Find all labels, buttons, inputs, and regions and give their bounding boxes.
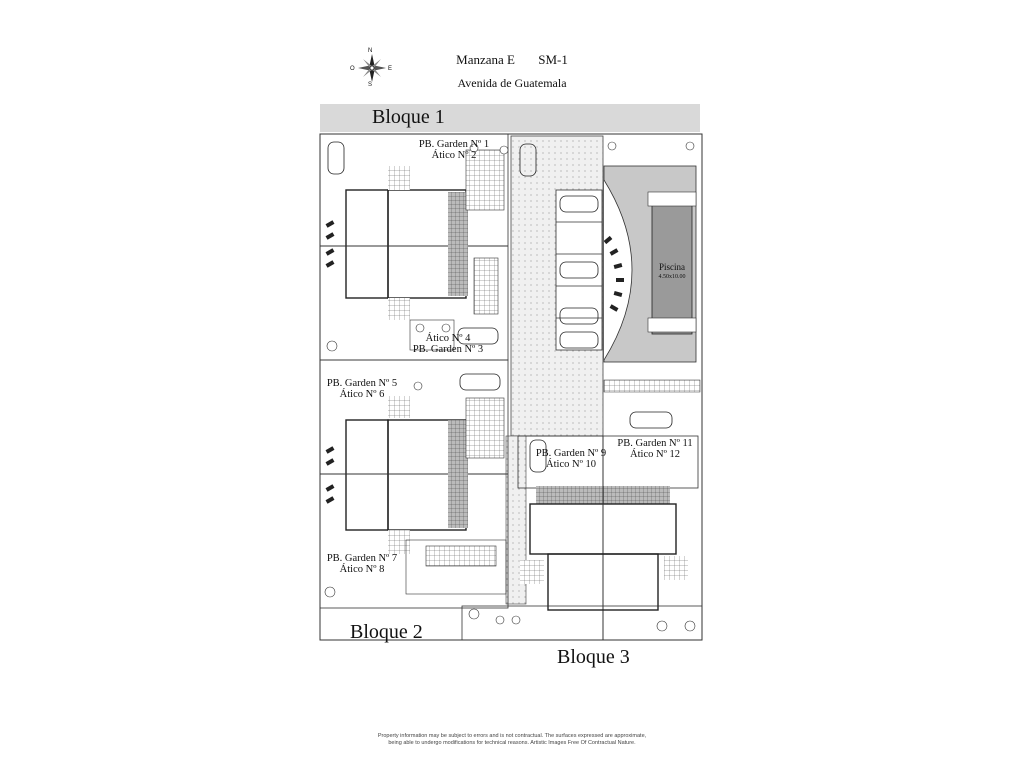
disclaimer-line-2: being able to undergo modifications for … [388, 740, 636, 746]
parking-bays [555, 189, 603, 351]
unit-label-11-12: PB. Garden Nº 11 Ático Nº 12 [600, 438, 710, 460]
unit-atico-2: Ático Nº 2 [431, 150, 477, 161]
compass-north: N [368, 48, 373, 54]
unit-label-7-8: PB. Garden Nº 7 Ático Nº 8 [312, 553, 412, 575]
compass-east: E [388, 66, 393, 72]
unit-label-3-4: Ático Nº 4 PB. Garden Nº 3 [398, 333, 498, 355]
plan-header: Manzana E SM-1 [0, 52, 1024, 68]
pool-water [651, 193, 693, 335]
disclaimer: Property information may be subject to e… [0, 733, 1024, 747]
unit-garden-3: PB. Garden Nº 3 [412, 344, 484, 355]
bloque-2-label: Bloque 2 [350, 621, 423, 643]
pool-name: Piscina [659, 262, 685, 272]
pool-label: Piscina 4.50x10.00 [648, 262, 696, 282]
unit-garden-9: PB. Garden Nº 9 [535, 448, 607, 459]
compass-west: O [350, 66, 355, 72]
bloque-2-plan [319, 359, 509, 609]
unit-atico-4: Ático Nº 4 [425, 333, 471, 344]
tree-icon [324, 141, 696, 632]
block-label: Manzana E [456, 52, 515, 67]
disclaimer-line-1: Property information may be subject to e… [377, 733, 647, 739]
pool-lawn-arc [603, 179, 633, 361]
unit-garden-11: PB. Garden Nº 11 [617, 438, 693, 449]
unit-label-5-6: PB. Garden Nº 5 Ático Nº 6 [312, 378, 412, 400]
unit-label-9-10: PB. Garden Nº 9 Ático Nº 10 [521, 448, 621, 470]
bloque-1-label: Bloque 1 [372, 106, 445, 128]
unit-garden-5: PB. Garden Nº 5 [326, 378, 398, 389]
street-band [320, 104, 700, 132]
sun-lounger-icon [325, 220, 624, 504]
unit-atico-8: Ático Nº 8 [339, 564, 385, 575]
compass-rose-icon [358, 54, 386, 82]
sector-label: SM-1 [538, 52, 568, 67]
unit-atico-10: Ático Nº 10 [546, 459, 596, 470]
bloque-3-label: Bloque 3 [557, 646, 630, 668]
compass-south: S [368, 82, 373, 88]
pool-size: 4.50x10.00 [658, 274, 686, 280]
street-name: Avenida de Guatemala [457, 76, 567, 90]
unit-atico-12: Ático Nº 12 [630, 449, 680, 460]
bloque-3-plan [461, 379, 703, 641]
bloque-1-plan [319, 133, 509, 361]
unit-atico-6: Ático Nº 6 [339, 389, 385, 400]
unit-garden-7: PB. Garden Nº 7 [326, 553, 398, 564]
unit-label-1-2: PB. Garden Nº 1 Ático Nº 2 [404, 139, 504, 161]
unit-garden-1: PB. Garden Nº 1 [418, 139, 490, 150]
parked-cars [327, 141, 673, 473]
